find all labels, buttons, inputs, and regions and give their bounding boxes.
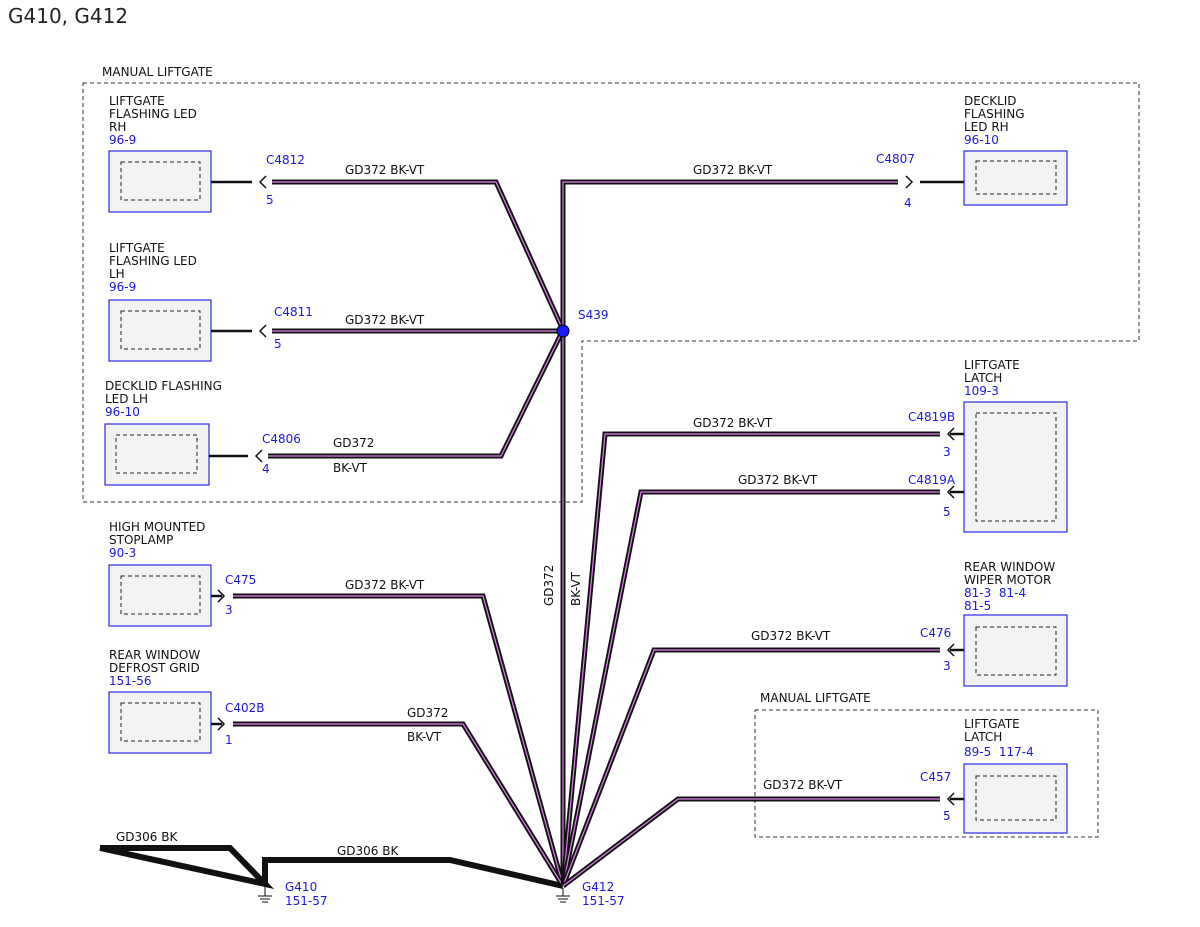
connector-pin: 3 xyxy=(943,659,951,673)
connector-pin: 5 xyxy=(943,505,951,519)
svg-text:GD372 BK-VT: GD372 BK-VT xyxy=(693,416,773,430)
connector-label: C4812 xyxy=(266,153,305,167)
wire-labels: GD372 BK-VT GD372 BK-VT GD372 BK-VT GD37… xyxy=(116,163,843,858)
svg-text:81-3 81-4: 81-3 81-4 xyxy=(964,586,1026,600)
ground-symbol-g412 xyxy=(556,888,570,903)
svg-text:LED RH: LED RH xyxy=(964,120,1009,134)
splice-dot xyxy=(556,324,570,338)
connector-pin: 3 xyxy=(943,445,951,459)
svg-text:FLASHING: FLASHING xyxy=(964,107,1025,121)
svg-text:FLASHING LED: FLASHING LED xyxy=(109,254,197,268)
connector-label: C457 xyxy=(920,770,951,784)
svg-text:LATCH: LATCH xyxy=(964,371,1002,385)
svg-text:STOPLAMP: STOPLAMP xyxy=(109,533,173,547)
svg-text:96-10: 96-10 xyxy=(964,133,999,147)
component-liftgate-flashing-led-lh: LIFTGATE FLASHING LED LH 96-9 xyxy=(108,241,267,362)
connector-pin: 5 xyxy=(943,809,951,823)
connector-pin: 4 xyxy=(904,196,912,210)
svg-text:DEFROST GRID: DEFROST GRID xyxy=(109,661,200,675)
component-liftgate-latch-109-3: LIFTGATE LATCH 109-3 xyxy=(946,358,1068,533)
svg-text:151-56: 151-56 xyxy=(109,674,152,688)
svg-text:GD306 BK: GD306 BK xyxy=(337,844,399,858)
svg-text:GD372 BK-VT: GD372 BK-VT xyxy=(345,163,425,177)
svg-text:REAR WINDOW: REAR WINDOW xyxy=(109,648,200,662)
connector-label: C476 xyxy=(920,626,951,640)
svg-text:96-9: 96-9 xyxy=(109,133,136,147)
svg-text:GD372 BK-VT: GD372 BK-VT xyxy=(738,473,818,487)
svg-text:89-5 117-4: 89-5 117-4 xyxy=(964,745,1034,759)
ground-label: G410 xyxy=(285,880,317,894)
ground-symbol-g410 xyxy=(258,886,272,903)
svg-text:GD372 BK-VT: GD372 BK-VT xyxy=(763,778,843,792)
svg-text:GD372: GD372 xyxy=(407,706,448,720)
svg-text:FLASHING LED: FLASHING LED xyxy=(109,107,197,121)
connector-label: C4807 xyxy=(876,152,915,166)
svg-text:LIFTGATE: LIFTGATE xyxy=(109,241,165,255)
region-label: MANUAL LIFTGATE xyxy=(760,691,871,705)
svg-text:RH: RH xyxy=(109,120,126,134)
svg-text:LH: LH xyxy=(109,267,125,281)
component-high-mounted-stoplamp: HIGH MOUNTED STOPLAMP 90-3 xyxy=(108,520,226,627)
connector-pin: 1 xyxy=(225,733,233,747)
svg-text:REAR WINDOW: REAR WINDOW xyxy=(964,560,1055,574)
svg-text:GD372 BK-VT: GD372 BK-VT xyxy=(345,578,425,592)
svg-text:HIGH MOUNTED: HIGH MOUNTED xyxy=(109,520,205,534)
page-title: G410, G412 xyxy=(8,4,129,28)
component-rear-window-wiper-motor: REAR WINDOW WIPER MOTOR 81-3 81-4 81-5 xyxy=(946,560,1068,687)
svg-text:GD372: GD372 xyxy=(333,436,374,450)
svg-text:LIFTGATE: LIFTGATE xyxy=(964,717,1020,731)
svg-text:90-3: 90-3 xyxy=(109,546,136,560)
connector-pin: 5 xyxy=(274,337,282,351)
connector-label: C4806 xyxy=(262,432,301,446)
component-liftgate-latch-89-5: LIFTGATE LATCH 89-5 117-4 xyxy=(946,717,1068,834)
component-decklid-flashing-led-lh: DECKLID FLASHING LED LH 96-10 xyxy=(104,379,263,486)
region-manual-liftgate-upper xyxy=(82,82,1140,503)
ground-wire-g412 xyxy=(262,857,564,889)
svg-text:GD372: GD372 xyxy=(542,565,556,606)
component-rear-window-defrost-grid: REAR WINDOW DEFROST GRID 151-56 xyxy=(108,648,226,754)
svg-text:96-10: 96-10 xyxy=(105,405,140,419)
connector-label: C4811 xyxy=(274,305,313,319)
svg-text:GD372 BK-VT: GD372 BK-VT xyxy=(345,313,425,327)
svg-text:GD372 BK-VT: GD372 BK-VT xyxy=(693,163,773,177)
ground-ref: 151-57 xyxy=(582,894,625,908)
svg-text:109-3: 109-3 xyxy=(964,384,999,398)
wire-harness xyxy=(233,179,940,888)
svg-text:BK-VT: BK-VT xyxy=(407,730,442,744)
region-manual-liftgate-lower xyxy=(754,709,1099,838)
svg-text:BK-VT: BK-VT xyxy=(333,461,368,475)
ground-ref: 151-57 xyxy=(285,894,328,908)
connector-pin: 3 xyxy=(225,603,233,617)
svg-text:GD306 BK: GD306 BK xyxy=(116,830,178,844)
ground-wire-g410 xyxy=(99,845,275,890)
svg-text:DECKLID: DECKLID xyxy=(964,94,1017,108)
connector-label: C475 xyxy=(225,573,256,587)
component-decklid-flashing-led-rh: DECKLID FLASHING LED RH 96-10 xyxy=(905,94,1068,206)
connector-label: C4819B xyxy=(908,410,955,424)
svg-text:81-5: 81-5 xyxy=(964,599,991,613)
svg-text:GD372 BK-VT: GD372 BK-VT xyxy=(751,629,831,643)
connector-label: C402B xyxy=(225,701,265,715)
svg-text:DECKLID FLASHING: DECKLID FLASHING xyxy=(105,379,222,393)
svg-text:LATCH: LATCH xyxy=(964,730,1002,744)
connector-pin: 4 xyxy=(262,462,270,476)
svg-text:LED LH: LED LH xyxy=(105,392,148,406)
connector-label: C4819A xyxy=(908,473,956,487)
svg-text:LIFTGATE: LIFTGATE xyxy=(109,94,165,108)
splice-label: S439 xyxy=(578,308,609,322)
region-label: MANUAL LIFTGATE xyxy=(102,65,213,79)
connector-pin: 5 xyxy=(266,193,274,207)
svg-text:LIFTGATE: LIFTGATE xyxy=(964,358,1020,372)
ground-label: G412 xyxy=(582,880,614,894)
svg-text:WIPER MOTOR: WIPER MOTOR xyxy=(964,573,1051,587)
svg-text:96-9: 96-9 xyxy=(109,280,136,294)
svg-text:BK-VT: BK-VT xyxy=(569,571,583,606)
component-liftgate-flashing-led-rh: LIFTGATE FLASHING LED RH 96-9 xyxy=(108,94,267,213)
